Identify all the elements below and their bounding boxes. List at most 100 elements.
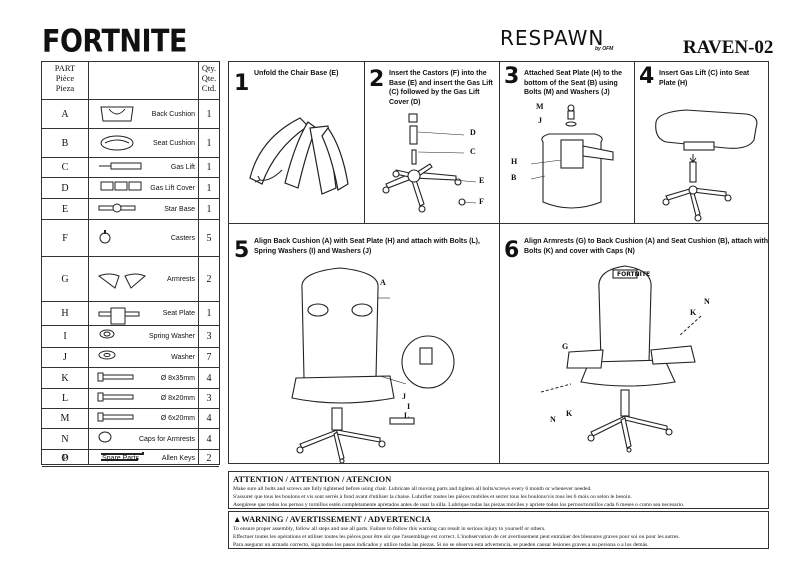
callout-m: M bbox=[536, 102, 544, 111]
part-letter: A bbox=[61, 109, 69, 120]
part-name: Armrests bbox=[167, 276, 195, 283]
warning-title-text: WARNING / AVERTISSEMENT / ADVERTENCIA bbox=[241, 514, 431, 524]
qty-header-es: Ctd. bbox=[201, 83, 217, 93]
part-name: Gas Lift bbox=[170, 164, 195, 171]
callout-c: C bbox=[470, 147, 476, 156]
step-text: Unfold the Chair Base (E) bbox=[254, 70, 339, 77]
part-qty: 1 bbox=[206, 204, 212, 215]
part-name: Gas Lift Cover bbox=[150, 185, 195, 192]
bolt-icon bbox=[97, 369, 137, 387]
part-qty: 3 bbox=[206, 393, 212, 404]
part-letter: L bbox=[61, 393, 69, 404]
seat-plate-illustration bbox=[530, 104, 614, 209]
callout-a: A bbox=[380, 278, 386, 287]
part-qty: 5 bbox=[206, 233, 212, 244]
step-number: 4 bbox=[639, 64, 655, 89]
step-text: Align Armrests (G) to Back Cushion (A) a… bbox=[524, 238, 768, 255]
part-letter: P bbox=[62, 453, 68, 464]
chair-base-illustration bbox=[249, 117, 349, 195]
part-letter: E bbox=[61, 204, 69, 215]
table-divider bbox=[198, 62, 199, 464]
callout-l: L bbox=[404, 411, 410, 420]
part-name: Spring Washer bbox=[148, 333, 195, 340]
part-name: Seat Cushion bbox=[152, 140, 195, 147]
respawn-sub-logo: by OFM bbox=[595, 46, 614, 52]
part-name: Allen Keys bbox=[161, 455, 195, 462]
part-name: Caps for Armrests bbox=[138, 436, 195, 443]
qty-header-fr: Qte. bbox=[201, 73, 217, 83]
step-6-panel: 6 Align Armrests (G) to Back Cushion (A)… bbox=[499, 223, 769, 464]
part-qty: 1 bbox=[206, 162, 212, 173]
step-5-panel: 5 Align Back Cushion (A) with Seat Plate… bbox=[228, 223, 500, 464]
gas-lift-icon bbox=[97, 158, 147, 176]
part-letter: O bbox=[61, 453, 69, 464]
back-cushion-icon bbox=[97, 105, 137, 128]
step-text: Align Back Cushion (A) with Seat Plate (… bbox=[254, 238, 480, 255]
caster-icon bbox=[97, 229, 113, 250]
step-1-panel: 1 Unfold the Chair Base (E) bbox=[228, 61, 365, 224]
part-qty: 2 bbox=[206, 453, 212, 464]
part-qty: 2 bbox=[206, 274, 212, 285]
back-cushion-attach-illustration bbox=[291, 267, 455, 463]
callout-n: N bbox=[704, 297, 710, 306]
parts-table-header: PART Pièce Pieza Qty. Qte. Ctd. bbox=[42, 62, 219, 100]
qty-header: Qty. Qte. Ctd. bbox=[199, 63, 219, 93]
step-text: Insert Gas Lift (C) into Seat Plate (H) bbox=[659, 70, 750, 87]
step-number: 3 bbox=[504, 64, 520, 89]
attention-line: Make sure all bolts and screws are fully… bbox=[233, 486, 592, 492]
warning-line: Para asegurar un armado correcto, siga t… bbox=[233, 542, 649, 548]
attention-line: Asegúrese que todos los pernos y tornill… bbox=[233, 502, 685, 508]
callout-k: K bbox=[690, 308, 697, 317]
table-row: E Star Base 1 bbox=[42, 199, 219, 220]
warning-line: To ensure proper assembly, follow all st… bbox=[233, 526, 546, 532]
callout-e: E bbox=[479, 176, 485, 185]
attention-box: ATTENTION / ATTENTION / ATENCION Make su… bbox=[228, 471, 769, 509]
model-name: RAVEN-02 bbox=[683, 37, 774, 58]
fortnite-logo: FORTNITE bbox=[42, 23, 187, 60]
step-number: 5 bbox=[234, 238, 250, 263]
part-name: Ø 6x20mm bbox=[160, 415, 195, 422]
respawn-logo: RESPAWN bbox=[500, 26, 605, 50]
washer-icon bbox=[97, 348, 117, 366]
part-qty: 4 bbox=[206, 413, 212, 424]
callout-h: H bbox=[511, 157, 518, 166]
part-qty: 3 bbox=[206, 331, 212, 342]
step-3-panel: 3 Attached Seat Plate (H) to the bottom … bbox=[499, 61, 635, 224]
part-qty: 7 bbox=[206, 352, 212, 363]
callout-j: J bbox=[538, 116, 542, 125]
part-name: Star Base bbox=[164, 206, 195, 213]
table-row: O Allen Keys 2 bbox=[42, 450, 219, 467]
part-letter: N bbox=[61, 434, 69, 445]
part-qty: 1 bbox=[206, 138, 212, 149]
part-name: Seat Plate bbox=[162, 310, 195, 317]
gas-lift-insert-illustration bbox=[655, 109, 758, 222]
part-name: Casters bbox=[170, 235, 195, 242]
warning-title: ▲WARNING / AVERTISSEMENT / ADVERTENCIA bbox=[233, 514, 764, 524]
table-row: G Armrests 2 bbox=[42, 257, 219, 302]
callout-g: G bbox=[562, 342, 569, 351]
bolt-icon bbox=[97, 409, 137, 427]
attention-title: ATTENTION / ATTENTION / ATENCION bbox=[233, 474, 392, 484]
part-letter: B bbox=[61, 138, 69, 149]
part-letter: G bbox=[61, 274, 69, 285]
table-divider bbox=[88, 62, 89, 464]
part-letter: D bbox=[61, 183, 69, 194]
bolt-icon bbox=[97, 389, 137, 407]
star-base-icon bbox=[97, 200, 137, 219]
part-name: Ø 8x35mm bbox=[160, 375, 195, 382]
callout-i: I bbox=[407, 402, 411, 411]
part-qty: 1 bbox=[206, 109, 212, 120]
seat-plate-icon bbox=[97, 304, 141, 331]
part-qty: 4 bbox=[206, 373, 212, 384]
